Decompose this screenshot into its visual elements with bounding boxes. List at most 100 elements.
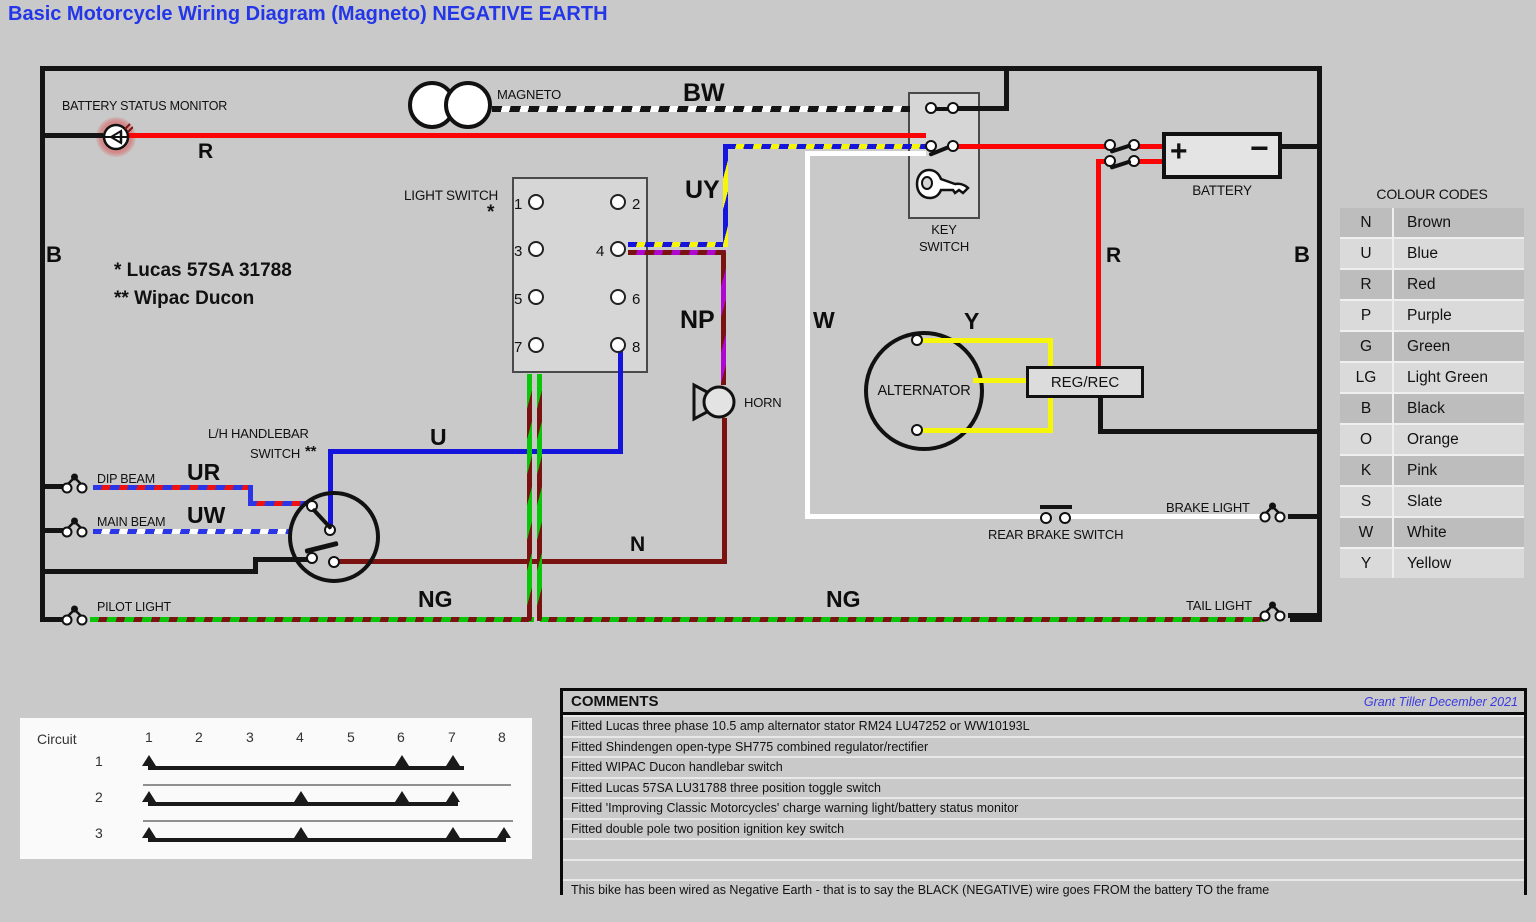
colour-name: Green — [1394, 332, 1524, 361]
wire-ng-bottom-right — [540, 617, 1264, 622]
circuit-row2-contact — [395, 791, 409, 802]
frame-wire-top — [40, 66, 1322, 71]
note-wipac: ** Wipac Ducon — [114, 288, 255, 309]
handlebar-terminal-b — [306, 552, 318, 564]
comments-header-row: COMMENTS Grant Tiller December 2021 — [563, 691, 1524, 715]
colour-code: W — [1340, 518, 1392, 547]
tail-light-label: TAIL LIGHT — [1186, 598, 1252, 613]
colour-name: Red — [1394, 270, 1524, 299]
horn-icon — [692, 382, 736, 422]
wire-np-h — [628, 250, 726, 255]
circuit-row3-contact — [446, 827, 460, 838]
battery-plus-sign: + — [1170, 135, 1188, 168]
colour-name: Pink — [1394, 456, 1524, 485]
wire-bw-magneto — [492, 106, 910, 112]
circuit-row2-contact — [294, 791, 308, 802]
handlebar-terminal-n — [328, 556, 340, 568]
wire-red-main — [126, 133, 926, 138]
wire-black-earth-handlebar-h — [45, 569, 258, 574]
comment-footer: This bike has been wired as Negative Ear… — [563, 881, 1524, 900]
main-beam-label: MAIN BEAM — [97, 515, 166, 529]
circuit-row3-bar — [148, 838, 506, 842]
wire-ng-v-right — [537, 374, 542, 621]
light-switch-label: LIGHT SWITCH — [404, 188, 499, 203]
key-icon — [915, 168, 970, 200]
circuit-row1-contact — [395, 755, 409, 766]
colour-name: White — [1394, 518, 1524, 547]
rear-brake-switch-label: REAR BRAKE SWITCH — [988, 527, 1124, 542]
circuit-row-label-2: 2 — [95, 789, 103, 805]
light-switch-terminal-6 — [610, 289, 626, 305]
wire-black-tail-right — [1288, 613, 1319, 618]
wire-uw-h — [93, 529, 292, 534]
wire-black-main-stub — [45, 528, 67, 533]
wire-black-keyswitch-up — [1004, 66, 1009, 111]
rear-brake-switch-bar — [1040, 505, 1072, 509]
colour-name: Orange — [1394, 425, 1524, 454]
colour-code: Y — [1340, 549, 1392, 578]
terminal-number-5: 5 — [514, 291, 523, 308]
circuit-pos-4: 4 — [296, 729, 304, 745]
alternator-terminal-bottom — [911, 424, 923, 436]
key-switch-top-terminal-left — [925, 102, 937, 114]
alternator-circle: ALTERNATOR — [864, 331, 984, 451]
circuit-row1-contact — [142, 755, 156, 766]
wire-label-u: U — [430, 424, 447, 450]
light-switch-terminal-2 — [610, 194, 626, 210]
frame-wire-left — [40, 66, 45, 622]
light-switch-terminal-4 — [610, 241, 626, 257]
wire-label-uw: UW — [187, 502, 226, 528]
rear-brake-switch-terminal-left — [1040, 512, 1052, 524]
circuit-row2-bar — [148, 802, 458, 806]
wire-label-np: NP — [680, 306, 715, 334]
comment-row: Fitted 'Improving Classic Motorcycles' c… — [563, 799, 1524, 818]
terminal-number-1: 1 — [514, 196, 523, 213]
magneto-label: MAGNETO — [497, 87, 562, 102]
wire-label-uy: UY — [685, 176, 720, 204]
brake-light-bulb-icon — [1259, 502, 1286, 523]
wire-label-b-left: B — [46, 242, 62, 267]
wire-y-top — [918, 338, 1052, 343]
circuit-pos-3: 3 — [246, 729, 254, 745]
comment-row-empty — [563, 840, 1524, 859]
handlebar-switch-label-line1: L/H HANDLEBAR — [208, 426, 309, 441]
key-switch-top-terminal-right — [947, 102, 959, 114]
magneto-coil-right — [444, 81, 492, 129]
circuit-row2-contact — [142, 791, 156, 802]
circuit-row3-rail — [143, 820, 513, 822]
wire-u-v1 — [618, 350, 623, 454]
colour-code: P — [1340, 301, 1392, 330]
wire-label-b-right: B — [1294, 242, 1310, 267]
wire-uy-h1 — [628, 242, 728, 247]
comment-row: Fitted Lucas 57SA LU31788 three position… — [563, 778, 1524, 797]
wire-np-v — [721, 252, 726, 385]
circuit-pos-7: 7 — [448, 729, 456, 745]
key-switch-top-pole-blade — [928, 107, 954, 111]
terminal-number-7: 7 — [514, 339, 523, 356]
terminal-number-8: 8 — [632, 339, 641, 356]
circuit-row-label-3: 3 — [95, 825, 103, 841]
dip-beam-bulb-icon — [61, 473, 88, 494]
colour-name: Light Green — [1394, 363, 1524, 392]
wire-black-regrec-down — [1098, 396, 1103, 434]
circuit-row-label-1: 1 — [95, 753, 103, 769]
brake-light-label: BRAKE LIGHT — [1166, 500, 1250, 515]
colour-code: G — [1340, 332, 1392, 361]
wire-red-fuse-battery-top — [1134, 144, 1162, 149]
light-switch-terminal-1 — [528, 194, 544, 210]
light-switch-asterisk: * — [487, 202, 495, 223]
page-title: Basic Motorcycle Wiring Diagram (Magneto… — [8, 3, 608, 25]
colour-name: Slate — [1394, 487, 1524, 516]
rear-brake-switch-terminal-right — [1059, 512, 1071, 524]
wire-y-bottom — [918, 428, 1052, 433]
wire-label-r2: R — [1106, 244, 1122, 267]
colour-name: Black — [1394, 394, 1524, 423]
circuit-pos-6: 6 — [397, 729, 405, 745]
wire-red-keyswitch-out — [954, 144, 1108, 149]
wire-black-battery-minus — [1280, 144, 1320, 149]
wire-label-ur: UR — [187, 459, 221, 485]
colour-codes-table: N Brown U Blue R Red P Purple G Green LG… — [1340, 208, 1524, 578]
wire-ng-v-left — [527, 374, 532, 621]
comment-row: Fitted WIPAC Ducon handlebar switch — [563, 758, 1524, 777]
comment-row: Fitted Lucas three phase 10.5 amp altern… — [563, 717, 1524, 736]
